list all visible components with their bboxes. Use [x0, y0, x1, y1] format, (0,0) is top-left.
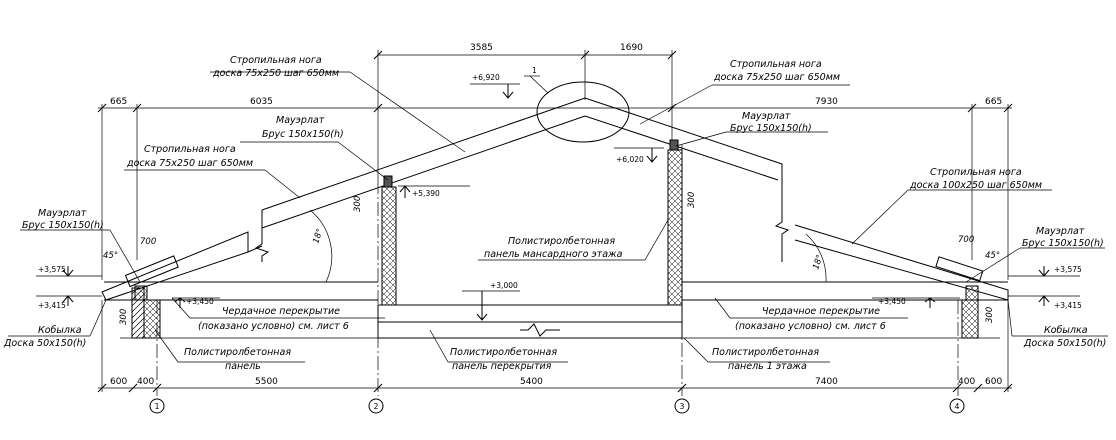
dim-300-a: 300 — [353, 196, 363, 212]
label-panel-floor1-2: панель 1 этажа — [728, 361, 807, 372]
label-rafter-lower-right-2: доска 100х250 шаг 650мм — [909, 180, 1042, 191]
label-rafter-top-left-2: доска 75х250 шаг 650мм — [212, 68, 339, 79]
label-rafter-top-right-1: Стропильная нога — [730, 59, 822, 70]
label-mauerlat-lr-1: Мауэрлат — [1036, 226, 1085, 237]
label-panel-floor-2: панель перекрытия — [452, 361, 552, 372]
level-6920: +6,920 — [472, 73, 500, 82]
label-kobylka-right-2: Доска 50х150(h) — [1023, 338, 1106, 349]
label-kobylka-left-1: Кобылка — [38, 325, 82, 336]
level-6020: +6,020 — [616, 155, 644, 164]
label-panel-floor1-1: Полистиролбетонная — [712, 347, 819, 358]
dim-665-left: 665 — [110, 97, 127, 107]
label-rafter-lower-left-1: Стропильная нога — [144, 144, 236, 155]
label-panel-left-1: Полистиролбетонная — [184, 347, 291, 358]
dim-6035: 6035 — [250, 97, 273, 107]
dim-700-left: 700 — [140, 237, 156, 247]
level-3575-right: +3,575 — [1054, 265, 1082, 274]
angle-18-right: 18° — [811, 253, 825, 270]
annotations: Стропильная нога доска 75х250 шаг 650мм … — [3, 55, 1106, 372]
angle-marks: 18° 18° 45° 45° — [103, 209, 1000, 283]
dimension-lower: 600 400 5500 5400 7400 400 600 — [97, 300, 1013, 393]
level-5390: +5,390 — [412, 189, 440, 198]
dim-300-b: 300 — [687, 192, 697, 208]
label-mauerlat-ul-2: Брус 150х150(h) — [262, 129, 344, 140]
angle-45-right: 45° — [985, 251, 1000, 261]
dim-7400: 7400 — [815, 377, 838, 387]
label-mauerlat-ll-2: Брус 150х150(h) — [22, 220, 104, 231]
label-rafter-lower-right-1: Стропильная нога — [930, 167, 1022, 178]
level-3000: +3,000 — [490, 281, 518, 290]
level-3575-left: +3,575 — [38, 265, 66, 274]
dim-1690: 1690 — [620, 43, 643, 53]
label-mauerlat-ur-1: Мауэрлат — [742, 111, 791, 122]
label-panel-mansard-1: Полистиролбетонная — [508, 236, 615, 247]
dim-300-d: 300 — [985, 307, 995, 323]
dim-5400: 5400 — [520, 377, 543, 387]
axis-label-4: 4 — [955, 402, 960, 411]
callout-1: 1 — [524, 66, 630, 143]
small-dimensions: 700 700 300 300 300 300 — [119, 192, 995, 325]
level-3415-right: +3,415 — [1054, 301, 1082, 310]
label-kobylka-left-2: Доска 50х150(h) — [3, 338, 86, 349]
label-attic-floor-left-1: Чердачное перекрытие — [222, 306, 340, 317]
label-panel-floor-1: Полистиролбетонная — [450, 347, 557, 358]
axis-label-2: 2 — [374, 402, 379, 411]
dim-400-left: 400 — [137, 377, 154, 387]
dim-7930: 7930 — [815, 97, 838, 107]
leader-lines — [8, 71, 1108, 363]
label-attic-floor-right-1: Чердачное перекрытие — [762, 306, 880, 317]
label-rafter-top-right-2: доска 75х250 шаг 650мм — [713, 72, 840, 83]
level-3450-left: +3,450 — [186, 297, 214, 306]
label-panel-mansard-2: панель мансардного этажа — [484, 249, 623, 260]
angle-18-left: 18° — [311, 227, 325, 244]
angle-45-left: 45° — [103, 251, 118, 261]
axis-lines — [156, 145, 959, 396]
level-3450-right: +3,450 — [878, 297, 906, 306]
label-panel-left-2: панель — [225, 361, 261, 372]
level-3415-left: +3,415 — [38, 301, 66, 310]
label-mauerlat-ll-1: Мауэрлат — [38, 208, 87, 219]
label-mauerlat-ul-1: Мауэрлат — [276, 115, 325, 126]
dim-300-c: 300 — [119, 309, 129, 325]
roof-structure — [101, 97, 1009, 339]
label-rafter-lower-left-2: доска 75х250 шаг 650мм — [126, 158, 253, 169]
dimension-top: 3585 1690 — [373, 43, 677, 180]
label-mauerlat-ur-2: Брус 150х150(h) — [730, 123, 812, 134]
dim-3585: 3585 — [470, 43, 493, 53]
dim-700-right: 700 — [958, 235, 974, 245]
axis-markers: 1 2 3 4 — [149, 398, 965, 414]
level-marks: +6,920 +6,020 +5,390 +3,000 +3,575 +3,41… — [36, 73, 1082, 321]
axis-label-3: 3 — [680, 402, 685, 411]
callout-number: 1 — [532, 66, 537, 75]
dim-665-right: 665 — [985, 97, 1002, 107]
label-kobylka-right-1: Кобылка — [1044, 325, 1088, 336]
dimension-upper: 665 6035 7930 665 — [97, 97, 1013, 280]
axis-label-1: 1 — [155, 402, 160, 411]
dim-600-right: 600 — [985, 377, 1002, 387]
label-attic-floor-right-2: (показано условно) см. лист 6 — [735, 321, 886, 332]
walls — [131, 139, 979, 339]
dim-600-left: 600 — [110, 377, 127, 387]
label-attic-floor-left-2: (показано условно) см. лист 6 — [198, 321, 349, 332]
dim-5500: 5500 — [255, 377, 278, 387]
label-mauerlat-lr-2: Брус 150х150(h) — [1022, 238, 1104, 249]
label-rafter-top-left-1: Стропильная нога — [230, 55, 322, 66]
dim-400-right: 400 — [958, 377, 975, 387]
